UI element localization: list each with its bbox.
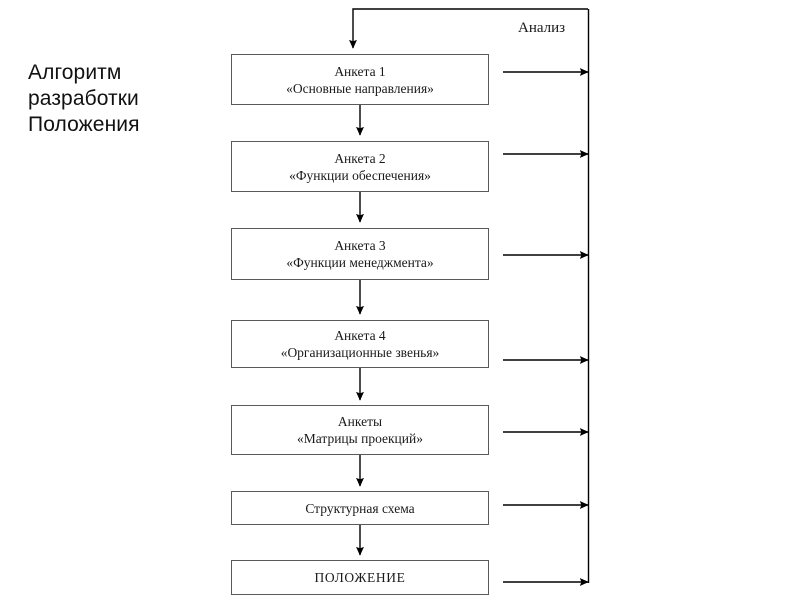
node-anketa-4: Анкета 4 «Организационные звенья» bbox=[231, 320, 489, 368]
node-anketa-2: Анкета 2 «Функции обеспечения» bbox=[231, 141, 489, 192]
diagram-title-line-3: Положения bbox=[28, 113, 140, 136]
node-anketa-3-line-2: «Функции менеджмента» bbox=[286, 255, 434, 270]
node-anketa-2-line-2: «Функции обеспечения» bbox=[289, 167, 431, 183]
node-anketa-2-line-1: Анкета 2 bbox=[334, 150, 386, 166]
node-ankety-matrix-line-2: «Матрицы проекций» bbox=[297, 431, 423, 446]
node-struct-scheme-line-1: Структурная схема bbox=[305, 500, 415, 516]
node-anketa-3-line-1: Анкета 3 bbox=[334, 238, 386, 253]
node-anketa-1-line-1: Анкета 1 bbox=[334, 63, 386, 79]
node-polozhenie: ПОЛОЖЕНИЕ bbox=[231, 560, 489, 595]
analysis-connectors bbox=[503, 68, 589, 586]
diagram-title-line-2: разработки bbox=[28, 87, 139, 110]
node-anketa-4-line-2: «Организационные звенья» bbox=[280, 345, 440, 360]
node-ankety-matrix: Анкеты «Матрицы проекций» bbox=[231, 405, 489, 455]
analysis-label: Анализ bbox=[518, 20, 566, 36]
diagram-title-line-1: Алгоритм bbox=[28, 61, 122, 84]
node-ankety-matrix-line-1: Анкеты bbox=[337, 414, 383, 429]
diagram-title: Алгоритм разработки Положения bbox=[28, 60, 218, 138]
node-polozhenie-line-1: ПОЛОЖЕНИЕ bbox=[314, 570, 406, 585]
node-anketa-4-line-1: Анкета 4 bbox=[334, 328, 386, 343]
node-anketa-3: Анкета 3 «Функции менеджмента» bbox=[231, 228, 489, 280]
feedback-loop-connector bbox=[349, 8, 588, 49]
node-anketa-1-line-2: «Основные направления» bbox=[286, 80, 434, 96]
node-struct-scheme: Структурная схема bbox=[231, 491, 489, 525]
node-anketa-1: Анкета 1 «Основные направления» bbox=[231, 54, 489, 105]
